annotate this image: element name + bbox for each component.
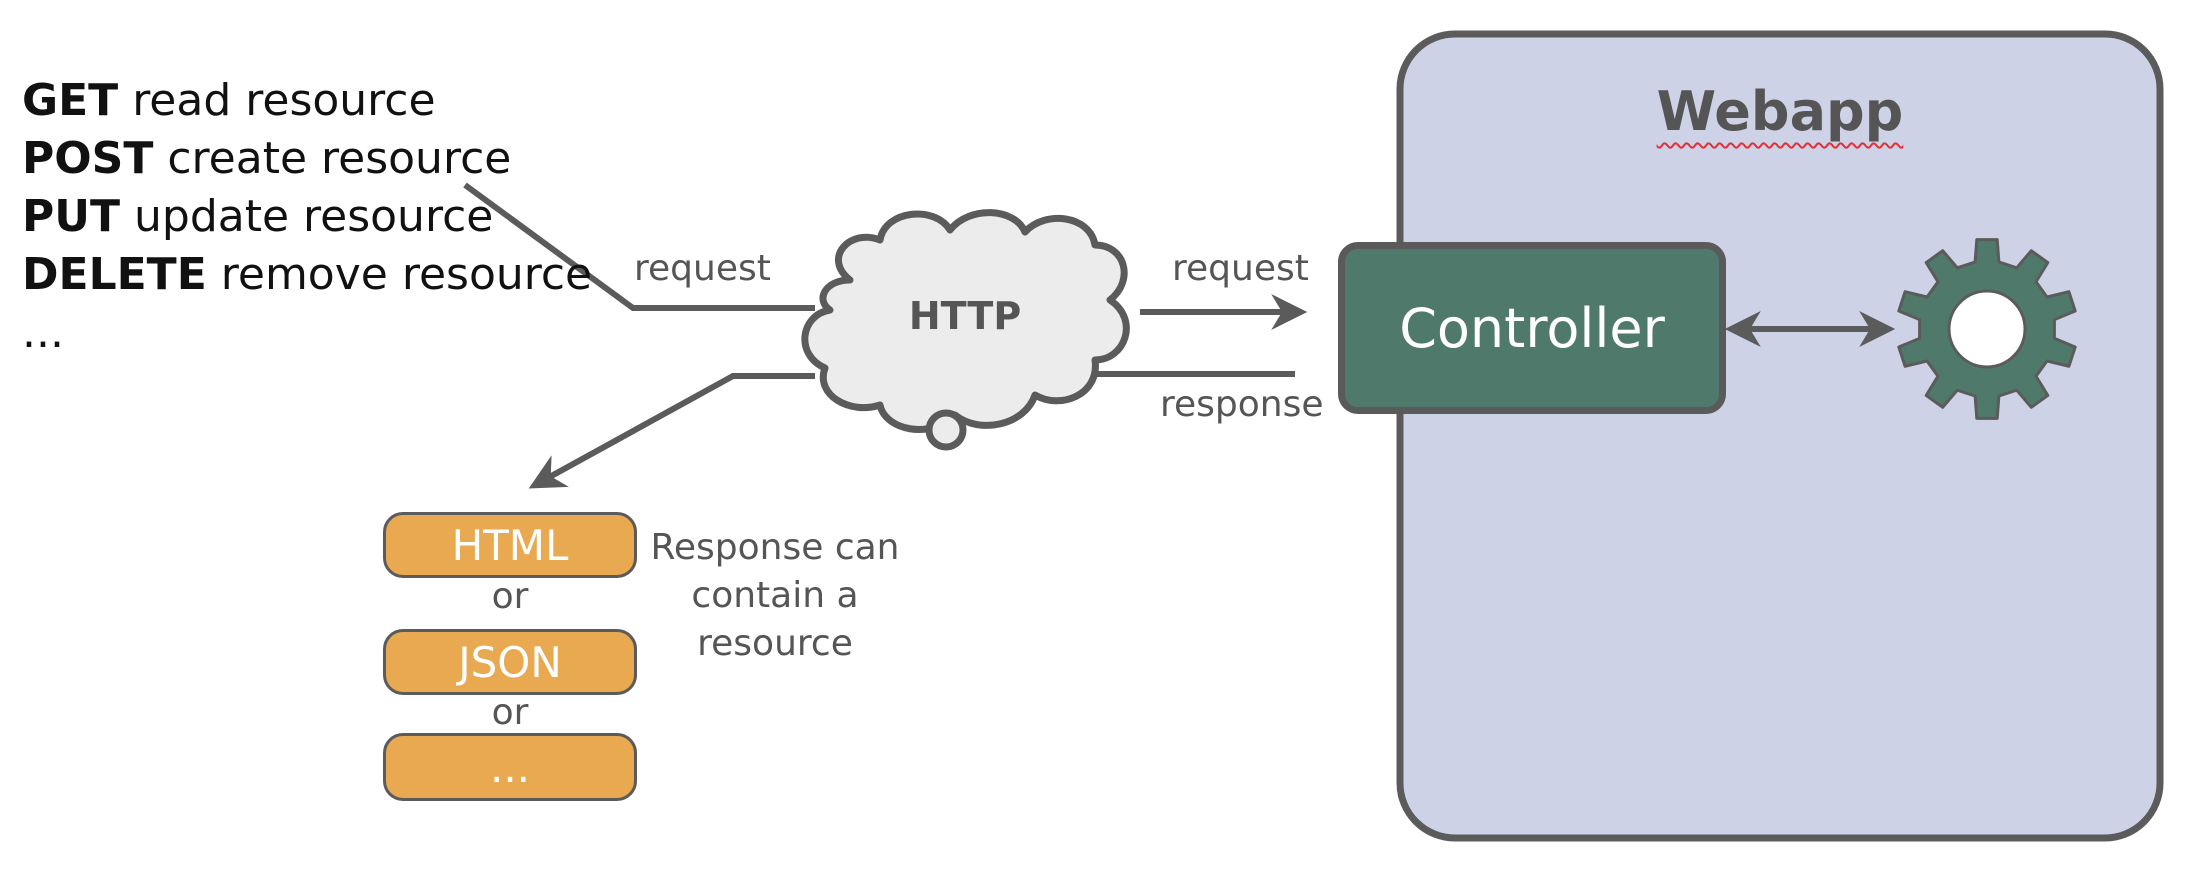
method-row: POST create resource (22, 130, 592, 188)
gear-icon (1897, 238, 2077, 420)
request-in-line (463, 182, 815, 311)
http-methods-list: GET read resource POST create resource P… (22, 72, 592, 362)
method-desc: create resource (167, 133, 512, 184)
format-pill-json: JSON (383, 629, 637, 695)
note-line: Response can (650, 527, 900, 568)
controller-box: Controller (1338, 242, 1726, 414)
request-out-label: request (1172, 248, 1309, 289)
response-label: response (1160, 384, 1324, 425)
method-verb: GET (22, 75, 119, 126)
format-pill-html: HTML (383, 512, 637, 578)
method-desc: update resource (134, 191, 494, 242)
method-desc: read resource (132, 75, 436, 126)
method-verb: POST (22, 133, 154, 184)
cloud-label: HTTP (908, 294, 1022, 338)
response-out-arrow (528, 373, 815, 489)
format-pill-more: ... (383, 733, 637, 801)
format-separator: or (491, 692, 529, 733)
note-line: resource (697, 623, 853, 664)
response-note: Response can contain a resource (640, 524, 910, 668)
methods-more: ... (22, 307, 64, 358)
method-row: DELETE remove resource (22, 246, 592, 304)
request-in-label: request (634, 248, 771, 289)
cloud-icon (801, 209, 1130, 451)
method-desc: remove resource (220, 249, 593, 300)
method-verb: DELETE (22, 249, 207, 300)
format-separator: or (491, 576, 529, 617)
method-row: GET read resource (22, 72, 592, 130)
note-line: contain a (691, 575, 859, 616)
webapp-container (1396, 30, 2164, 842)
method-row: PUT update resource (22, 188, 592, 246)
webapp-title: Webapp (1656, 80, 1904, 143)
method-verb: PUT (22, 191, 120, 242)
